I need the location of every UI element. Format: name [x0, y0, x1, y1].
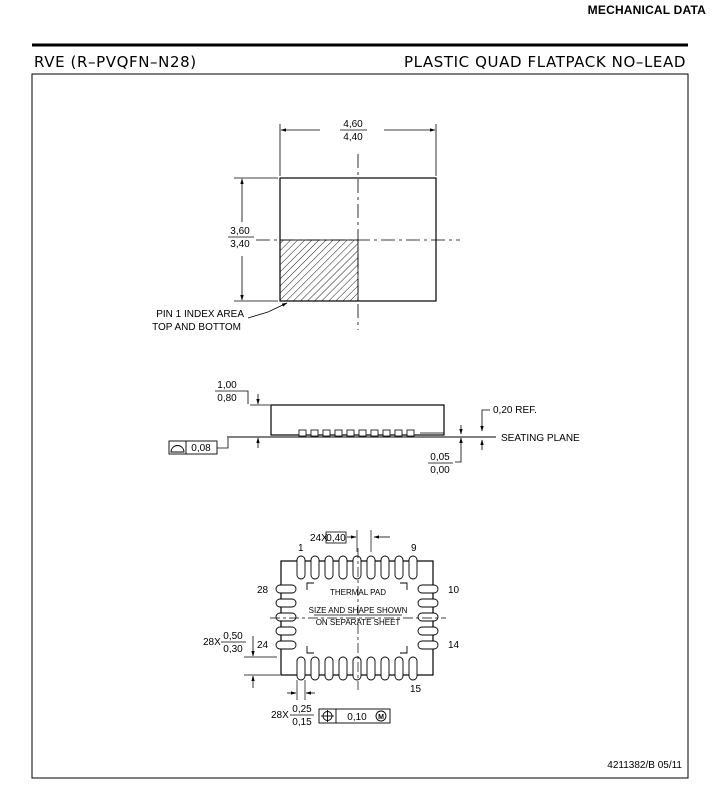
- seating-plane-label: SEATING PLANE: [501, 433, 580, 444]
- right-column-pads: [417, 584, 439, 650]
- package-outline-side: [270, 404, 445, 436]
- lead-len-max: 0,50: [223, 631, 243, 642]
- flatness-frame: [168, 440, 218, 455]
- doc-number: 4211382/B 05/11: [607, 760, 682, 771]
- standoff-min: 0,00: [430, 465, 450, 476]
- position-tol-value: 0,10: [347, 712, 367, 723]
- thermal-pad-label: THERMAL PAD: [330, 588, 386, 597]
- side-view: 1,00 0,80 0,08 0,20 REF. SEATING PLANE 0…: [168, 380, 580, 476]
- pitch-value: 0,40: [326, 533, 346, 544]
- height-min: 3,40: [230, 239, 250, 250]
- thickness-max: 1,00: [217, 380, 237, 391]
- standoff-max: 0,05: [430, 452, 450, 463]
- pitch-box: [325, 531, 347, 544]
- width-min: 4,40: [343, 132, 363, 143]
- pin-number-15: 15: [410, 684, 422, 695]
- left-column-pads: [275, 584, 297, 650]
- thickness-min: 0,80: [217, 393, 237, 404]
- package-type: PLASTIC QUAD FLATPACK NO–LEAD: [404, 53, 686, 71]
- standoff-leader: [455, 450, 462, 463]
- svg-text:M: M: [378, 714, 384, 721]
- pitch-count: 24X: [310, 533, 328, 544]
- height-max: 3,60: [230, 226, 250, 237]
- surface-profile-icon: [170, 445, 185, 453]
- pin1-leader: [247, 302, 288, 319]
- pin-number-10: 10: [448, 585, 460, 596]
- pin-number-1: 1: [298, 543, 304, 554]
- page-title: MECHANICAL DATA: [587, 3, 706, 17]
- pin-number-14: 14: [448, 640, 460, 651]
- pin1-index-hatch: [279, 239, 359, 302]
- mmc-icon: M: [375, 710, 387, 722]
- lead-w-count: 28X: [271, 710, 289, 721]
- lead-ref-leader: [481, 409, 490, 420]
- drawing-frame: [31, 73, 689, 779]
- flatness-value: 0,08: [191, 443, 211, 454]
- pin-number-9: 9: [411, 543, 417, 554]
- package-code: RVE (R–PVQFN–N28): [34, 53, 197, 71]
- flatness-leader: [217, 438, 229, 449]
- note-line2: ON SEPARATE SHEET: [316, 618, 401, 627]
- lead-w-max: 0,25: [292, 704, 312, 715]
- pin-number-28: 28: [257, 585, 269, 596]
- top-view: 4,60 4,40 3,60 3,40 PIN 1 INDEX AREA TOP…: [152, 119, 460, 333]
- lead-w-min: 0,15: [292, 717, 312, 728]
- side-lead-pads: [298, 429, 444, 437]
- lead-len-min: 0,30: [223, 644, 243, 655]
- bottom-row-pads: [296, 656, 418, 681]
- pin1-label-line2: TOP AND BOTTOM: [152, 322, 241, 333]
- lead-len-count: 28X: [203, 637, 221, 648]
- width-max: 4,60: [343, 119, 363, 130]
- lead-ref: 0,20 REF.: [493, 405, 537, 416]
- thickness-leader: [240, 390, 249, 404]
- note-line1: SIZE AND SHAPE SHOWN: [309, 606, 408, 615]
- top-row-pads: [296, 555, 418, 580]
- position-tolerance-frame: [318, 708, 391, 724]
- pin-number-24: 24: [257, 640, 269, 651]
- position-icon: [321, 710, 334, 722]
- bottom-view: THERMAL PAD SIZE AND SHAPE SHOWN ON SEPA…: [203, 530, 460, 728]
- pin1-label-line1: PIN 1 INDEX AREA: [156, 309, 244, 320]
- thermal-pad-corners: [306, 582, 408, 654]
